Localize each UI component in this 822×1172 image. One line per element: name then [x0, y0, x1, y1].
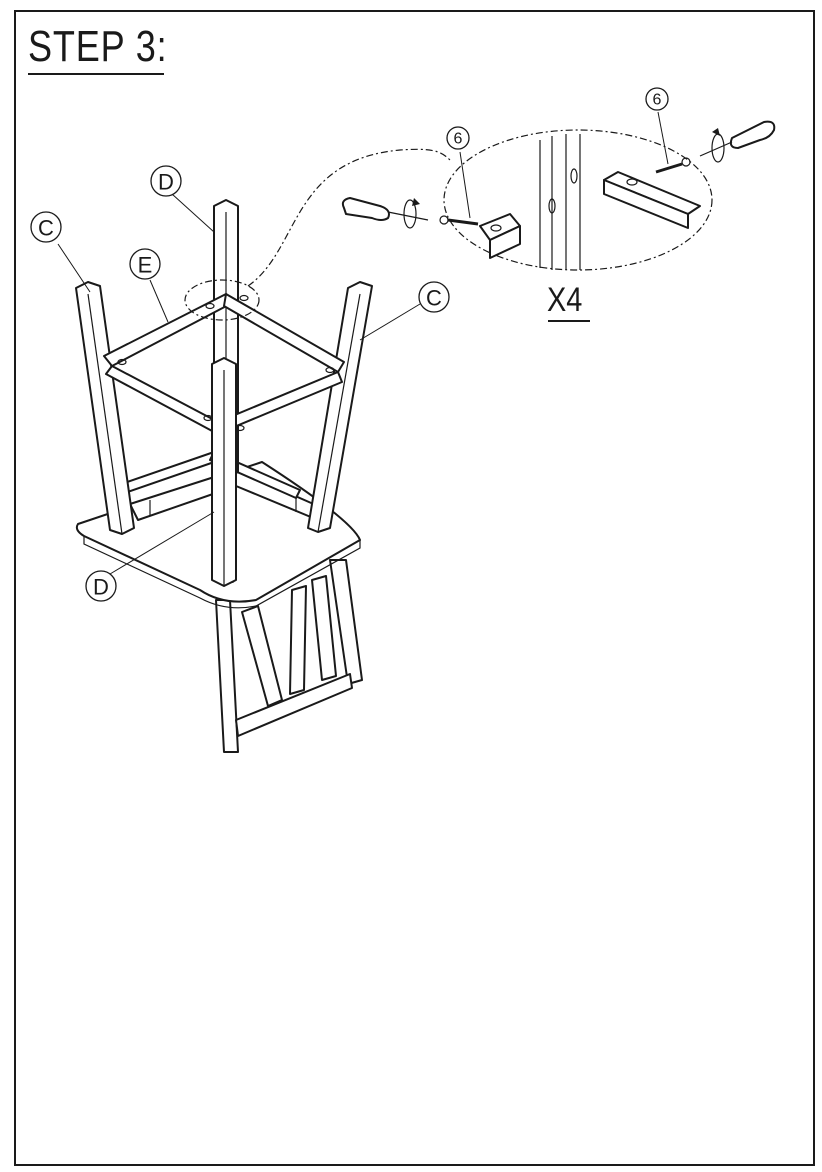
- screwdriver-icon: [699, 120, 776, 157]
- screwdriver-icon: [341, 197, 429, 221]
- svg-text:C: C: [38, 216, 54, 241]
- detail-drawing: [479, 134, 701, 270]
- leg-left: [75, 281, 135, 535]
- callout-leg-front: D: [85, 570, 117, 602]
- leader-line: [171, 193, 215, 233]
- quantity-underline: [548, 320, 590, 322]
- quantity-label: X4: [547, 281, 583, 319]
- svg-text:D: D: [93, 575, 109, 600]
- leg-right: [307, 281, 373, 533]
- page-frame: [14, 10, 815, 1166]
- detail-connector: [247, 148, 451, 287]
- step-title: STEP 3:: [28, 22, 168, 71]
- rotation-arrow-icon: [711, 128, 725, 163]
- callout-screw-left: 6: [446, 126, 470, 150]
- svg-text:E: E: [138, 253, 153, 278]
- step-title-underline: [28, 73, 164, 75]
- callout-leg-right: C: [418, 281, 450, 313]
- leader-line: [359, 303, 421, 341]
- backrest: [215, 559, 363, 753]
- callout-leg-back: D: [150, 165, 182, 197]
- leg-front: [211, 357, 237, 587]
- svg-text:C: C: [426, 286, 442, 311]
- svg-text:D: D: [158, 170, 174, 195]
- leader-line: [109, 511, 215, 575]
- detail-view: [443, 129, 713, 271]
- leader-line: [459, 151, 471, 219]
- callout-screw-right: 6: [645, 87, 669, 111]
- callout-rail: E: [129, 248, 161, 280]
- screw-icon: [655, 157, 691, 174]
- detail-marker: [184, 279, 260, 321]
- leader-line: [657, 111, 669, 165]
- rotation-arrow-icon: [403, 198, 420, 229]
- svg-text:6: 6: [454, 131, 463, 148]
- svg-text:6: 6: [653, 92, 662, 109]
- leader-line: [57, 243, 91, 293]
- screw-icon: [439, 215, 479, 226]
- leader-line: [149, 279, 169, 323]
- callout-leg-left: C: [30, 211, 62, 243]
